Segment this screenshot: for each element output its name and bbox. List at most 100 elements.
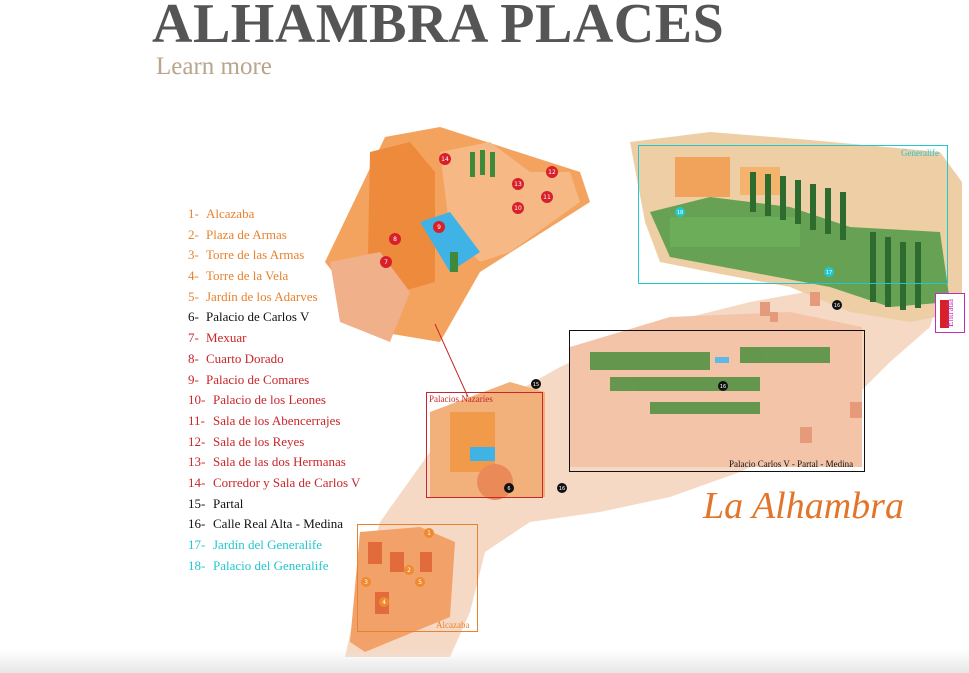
legend-item: 14- Corredor y Sala de Carlos V	[188, 473, 360, 494]
generalife-box-label: Generalife	[901, 148, 939, 158]
marker-16a-label: 16	[559, 486, 565, 492]
legend-item: 2- Plaza de Armas	[188, 225, 360, 246]
legend-item-number: 3-	[188, 247, 199, 263]
legend-item: 12- Sala de los Reyes	[188, 432, 360, 453]
legend-item-label: Sala de los Reyes	[213, 433, 305, 449]
marker-1-label: 1	[427, 530, 431, 537]
marker-4-label: 4	[382, 599, 386, 606]
marker-15-label: 15	[533, 382, 539, 388]
entrada-label: Entrada	[945, 299, 955, 327]
legend-item-number: 11-	[188, 412, 205, 428]
legend-item-label: Jardín de los Adarves	[206, 288, 318, 304]
marker-11	[541, 191, 553, 203]
marker-8	[389, 233, 401, 245]
marker-18	[675, 207, 685, 217]
marker-16b	[718, 381, 728, 391]
marker-17-label: 17	[826, 270, 832, 276]
legend-item-label: Torre de la Vela	[206, 268, 289, 284]
marker-7-label: 7	[384, 259, 388, 266]
marker-14-label: 14	[441, 156, 449, 163]
marker-11-label: 11	[543, 194, 551, 201]
legend-item: 10-Palacio de los Leones	[188, 390, 360, 411]
legend-item-number: 8-	[188, 350, 199, 366]
legend-item-number: 4-	[188, 268, 199, 284]
legend-item: 17- Jardín del Generalife	[188, 535, 360, 556]
legend-item-number: 5-	[188, 288, 199, 304]
legend-item: 9- Palacio de Comares	[188, 370, 360, 391]
marker-12	[546, 166, 558, 178]
learn-more-link[interactable]: Learn more	[156, 53, 272, 80]
marker-16b-label: 16	[720, 384, 726, 390]
legend-item-label: Cuarto Dorado	[206, 350, 284, 366]
legend-item-number: 14-	[188, 474, 206, 490]
marker-10	[512, 202, 524, 214]
generalife-box	[638, 145, 948, 284]
legend-item-label: Sala de los Abencerrajes	[213, 412, 341, 428]
legend-item-label: Palacio de Comares	[206, 371, 310, 387]
nazaries-box-label: Palacios Nazaríes	[429, 394, 493, 404]
legend-item-label: Plaza de Armas	[206, 226, 287, 242]
alcazaba-box	[357, 524, 478, 632]
legend-item-label: Calle Real Alta - Medina	[213, 516, 343, 532]
legend-item-number: 9-	[188, 371, 199, 387]
map-illustration: 7 8 9 10 11 12 13 14 1 2 3 4 5	[325, 127, 962, 657]
entrada-box: Entrada	[935, 293, 965, 333]
marker-5-label: 5	[418, 579, 422, 586]
legend-item-number: 10-	[188, 392, 206, 408]
marker-5	[415, 577, 425, 587]
legend-item: 5- Jardín de los Adarves	[188, 287, 360, 308]
legend-item-number: 17-	[188, 537, 206, 552]
marker-18-label: 18	[677, 210, 683, 216]
marker-1	[424, 528, 434, 538]
marker-9-label: 9	[437, 224, 441, 231]
marker-7	[380, 256, 392, 268]
marker-8-label: 8	[393, 236, 397, 243]
marker-2	[404, 565, 414, 575]
marker-13-label: 13	[514, 181, 522, 188]
marker-6	[504, 483, 514, 493]
marker-6-label: 6	[507, 486, 510, 492]
marker-16a	[557, 483, 567, 493]
legend-item: 3- Torre de las Armas	[188, 245, 360, 266]
legend-item-label: Alcazaba	[206, 206, 255, 221]
alcazaba-box-label: Alcazaba	[436, 620, 470, 630]
map-title: La Alhambra	[703, 485, 904, 527]
page-title: ALHAMBRA PLACES	[152, 0, 725, 55]
carlos-box-label: Palacio Carlos V - Partal - Medina	[729, 459, 854, 469]
marker-10-label: 10	[514, 205, 522, 212]
legend-item: 18- Palacio del Generalife	[188, 556, 360, 577]
bottom-fade	[0, 650, 969, 673]
legend-item-label: Sala de las dos Hermanas	[213, 454, 346, 470]
legend-item-number: 13-	[188, 454, 206, 470]
legend-item-label: Palacio de Carlos V	[206, 309, 310, 325]
legend-item-number: 16-	[188, 516, 206, 532]
carlos-box	[569, 330, 865, 472]
legend-item-label: Torre de las Armas	[206, 247, 305, 263]
marker-14	[439, 153, 451, 165]
entrada-marker	[940, 300, 949, 328]
legend-item: 6- Palacio de Carlos V	[188, 307, 360, 328]
legend-item-label: Palacio del Generalife	[213, 557, 329, 573]
legend-item: 13- Sala de las dos Hermanas	[188, 452, 360, 473]
legend-item: 7-Mexuar	[188, 328, 360, 349]
legend-item-number: 2-	[188, 226, 199, 242]
legend-item-number: 15-	[188, 495, 206, 511]
marker-9	[433, 221, 445, 233]
legend-item-label: Corredor y Sala de Carlos V	[213, 474, 361, 490]
marker-3	[361, 577, 371, 587]
legend-item-label: Jardín del Generalife	[213, 537, 323, 552]
legend-item: 4- Torre de la Vela	[188, 266, 360, 287]
marker-2-label: 2	[407, 567, 411, 574]
legend-item: 8- Cuarto Dorado	[188, 349, 360, 370]
marker-12-label: 12	[548, 169, 556, 176]
marker-15	[531, 379, 541, 389]
legend-item-number: 12-	[188, 433, 206, 449]
legend-item-number: 18-	[188, 557, 206, 573]
marker-4	[379, 597, 389, 607]
legend-item: 16- Calle Real Alta - Medina	[188, 514, 360, 535]
legend-item-number: 6-	[188, 309, 199, 325]
legend-item: 15-Partal	[188, 494, 360, 515]
alhambra-map: 7 8 9 10 11 12 13 14 1 2 3 4 5	[150, 112, 969, 668]
nazaries-box	[426, 392, 543, 498]
